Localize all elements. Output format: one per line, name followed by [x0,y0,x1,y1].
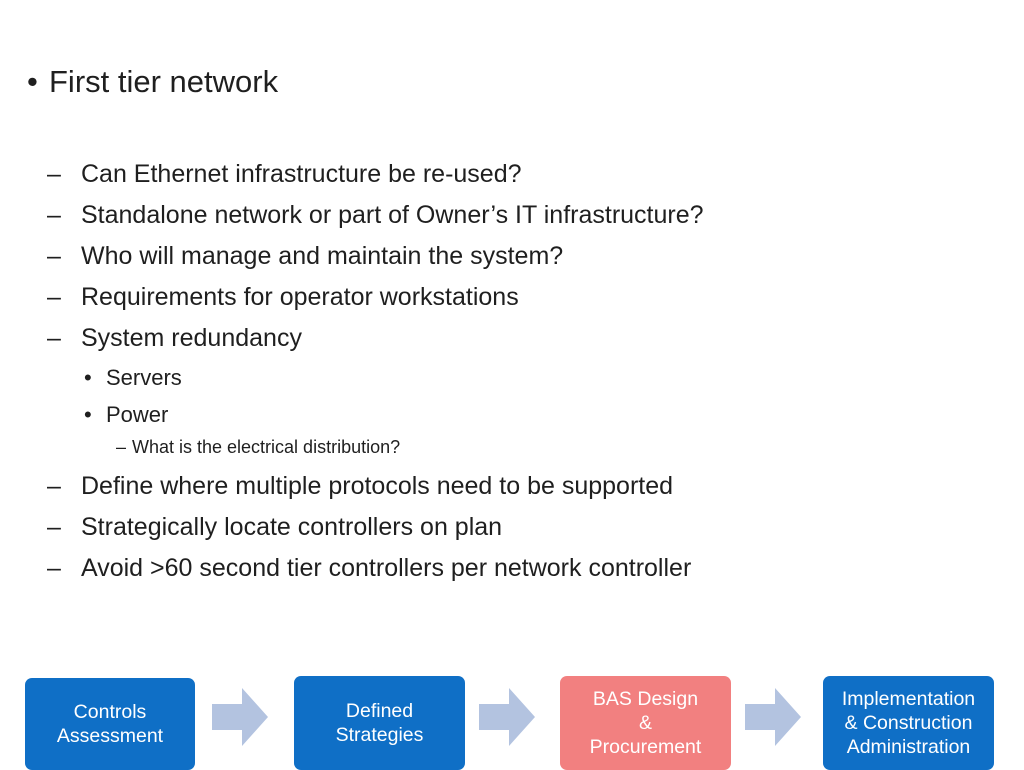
bullet-marker: • [84,402,92,427]
step-label-line: Strategies [335,724,424,746]
sub-list-item-text: Servers [106,365,182,390]
dash-marker: – [47,283,61,311]
dash-marker: – [47,160,61,188]
step-label: BAS Design & Procurement [590,687,702,759]
arrow-right-icon [745,688,801,746]
step-label: Defined Strategies [336,699,424,747]
dash-marker: – [47,324,61,352]
step-label: Implementation & Construction Administra… [842,687,975,759]
bullet-marker: • [84,365,92,390]
arrow-right-icon [479,688,535,746]
step-label-line: Controls [73,701,147,723]
step-label-line: Procurement [589,736,702,758]
list-item-text: Who will manage and maintain the system? [81,242,564,270]
bullet-marker: • [27,64,38,99]
step-label-line: Defined [345,700,414,722]
sub-sub-list-item-text: What is the electrical distribution? [132,437,401,457]
step-label: Controls Assessment [57,700,163,748]
dash-marker: – [47,472,61,500]
dash-marker: – [47,201,61,229]
step-label-line: & Construction [844,712,973,734]
sub-list-item-text: Power [106,402,169,427]
heading-text: First tier network [49,64,279,99]
step-label-line: Administration [846,736,971,758]
list-item-text: Can Ethernet infrastructure be re-used? [81,160,522,188]
dash-marker: – [47,242,61,270]
list-item-text: Requirements for operator workstations [81,283,519,311]
arrow-right-icon [212,688,268,746]
list-item-text: System redundancy [81,324,302,352]
step-label-line: Assessment [56,725,164,747]
list-item-text: Standalone network or part of Owner’s IT… [81,201,704,229]
list-item-text: Define where multiple protocols need to … [81,472,674,500]
dash-marker: – [47,513,61,541]
step-label-line: BAS Design [592,688,699,710]
dash-marker: – [116,437,127,457]
process-step-controls-assessment: Controls Assessment [25,678,195,770]
list-item-text: Strategically locate controllers on plan [81,513,503,541]
process-step-implementation-construction-administration: Implementation & Construction Administra… [823,676,994,770]
process-step-defined-strategies: Defined Strategies [294,676,465,770]
list-item-text: Avoid >60 second tier controllers per ne… [81,554,692,582]
dash-marker: – [47,554,61,582]
process-step-bas-design-procurement: BAS Design & Procurement [560,676,731,770]
step-label-line: & [638,712,652,734]
step-label-line: Implementation [841,688,976,710]
